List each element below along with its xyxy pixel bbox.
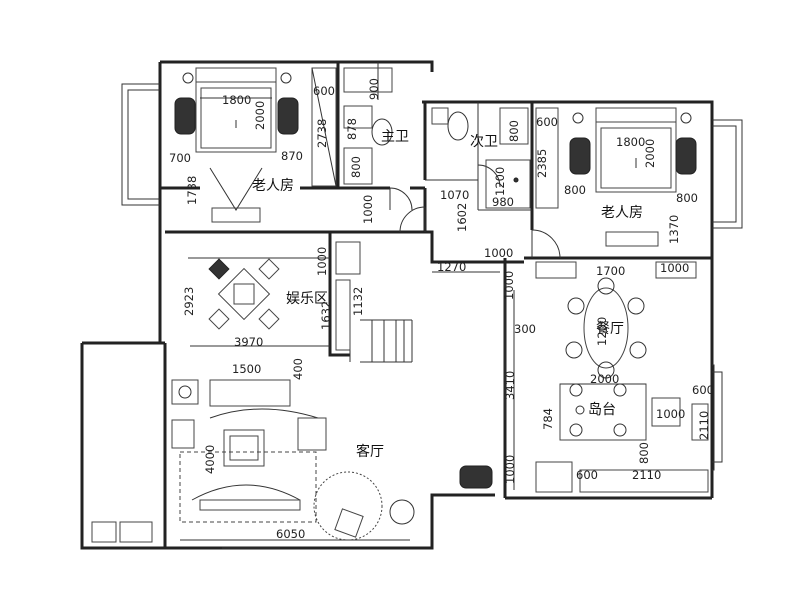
dim-label: 2000 <box>590 372 619 386</box>
dim-label: 1738 <box>185 176 199 205</box>
dim-label: 1200 <box>493 167 507 196</box>
dim-label: 1000 <box>660 261 689 275</box>
dim-label: 1000 <box>315 247 329 276</box>
dim-label: 1700 <box>596 264 625 278</box>
dim-label: 1632 <box>319 301 333 330</box>
dim-label: 1200 <box>595 317 609 346</box>
dim-label: 600 <box>692 383 714 397</box>
dim-label: 1270 <box>437 260 466 274</box>
dim-label: 2000 <box>643 139 657 168</box>
dim-label: 900 <box>367 78 381 100</box>
dim-label: 800 <box>507 120 521 142</box>
dim-label: 1370 <box>667 215 681 244</box>
dim-label: 600 <box>536 115 558 129</box>
dim-label: 870 <box>281 149 303 163</box>
master-bath-fixtures <box>343 67 393 185</box>
dim-label: 1602 <box>455 203 469 232</box>
dim-label: 800 <box>676 191 698 205</box>
dim-label: 300 <box>514 322 536 336</box>
dim-label: 1000 <box>502 271 516 300</box>
dim-label: 878 <box>345 118 359 140</box>
room-label-entertainment: 娱乐区 <box>286 291 328 307</box>
dim-label: 4000 <box>203 445 217 474</box>
dim-label: 800 <box>564 183 586 197</box>
living-furniture <box>91 379 415 543</box>
entertainment-furniture <box>208 241 361 351</box>
dim-label: 800 <box>349 156 363 178</box>
room-label-dining: 餐厅 <box>596 321 624 337</box>
room-label-second-bath: 次卫 <box>470 134 498 150</box>
dim-label: 1800 <box>222 93 251 107</box>
dim-label: 2738 <box>315 119 329 148</box>
kitchen-counter <box>459 461 709 493</box>
bed-right <box>535 107 697 247</box>
dim-label: 3970 <box>234 335 263 349</box>
dim-label: 600 <box>576 468 598 482</box>
dim-label: 2385 <box>535 149 549 178</box>
dim-label: 400 <box>291 358 305 380</box>
dim-label: 2110 <box>697 411 711 440</box>
doors <box>377 62 561 259</box>
stairs <box>360 319 413 363</box>
dining-furniture <box>535 261 697 379</box>
room-label-bedroom-left: 老人房 <box>252 178 294 194</box>
dim-label: 700 <box>169 151 191 165</box>
dim-label: 2000 <box>253 101 267 130</box>
dim-label: 1000 <box>656 407 685 421</box>
room-label-bedroom-right: 老人房 <box>601 205 643 221</box>
dim-label: 1000 <box>484 246 513 260</box>
dim-label: 784 <box>541 408 555 430</box>
island-furniture <box>559 383 709 441</box>
dim-label: 6050 <box>276 527 305 541</box>
room-label-island: 岛台 <box>588 402 616 418</box>
room-label-master-bath: 主卫 <box>381 129 409 145</box>
dim-label: 1070 <box>440 188 469 202</box>
balconies <box>121 83 743 471</box>
dim-label: 600 <box>313 84 335 98</box>
dim-label: 980 <box>492 195 514 209</box>
dim-label: 2923 <box>182 287 196 316</box>
dim-label: 1132 <box>351 287 365 316</box>
dim-label: 1500 <box>232 362 261 376</box>
bed-left <box>174 67 299 223</box>
wardrobe-left <box>311 67 337 187</box>
dim-label: 2110 <box>632 468 661 482</box>
windows <box>200 61 680 549</box>
dimension-lines <box>180 97 646 541</box>
room-label-living: 客厅 <box>356 443 384 460</box>
dim-label: 1000 <box>503 455 517 484</box>
dim-label: 1800 <box>616 135 645 149</box>
dim-label: 800 <box>637 442 651 464</box>
dim-label: 3410 <box>503 371 517 400</box>
second-bath-fixtures <box>431 107 531 209</box>
dim-label: 1000 <box>361 195 375 224</box>
